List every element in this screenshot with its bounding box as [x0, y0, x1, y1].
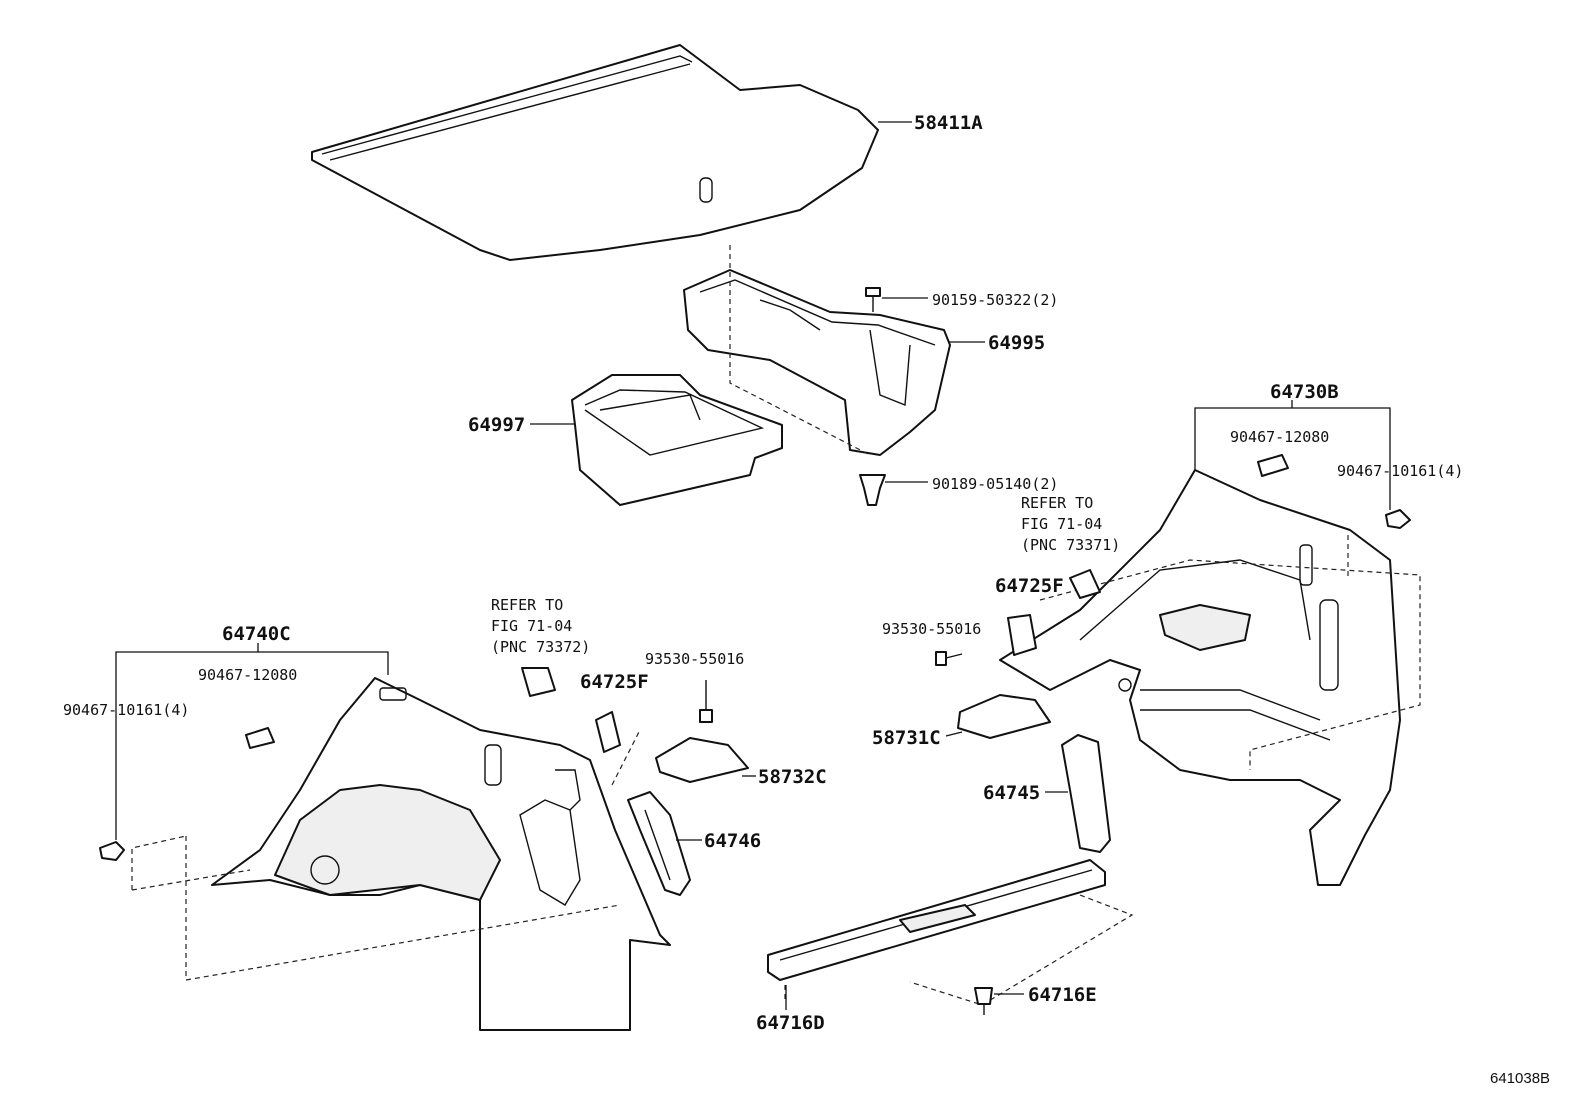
bolt-90159-50322[interactable] — [865, 287, 881, 312]
label-64725F-left: 64725F — [580, 671, 649, 693]
bracket-64740C — [115, 643, 389, 840]
label-64716E: 64716E — [1028, 984, 1097, 1006]
label-90189-05140: 90189-05140(2) — [932, 475, 1058, 493]
cover-58732C[interactable] — [655, 737, 749, 783]
clip-90189-05140[interactable] — [859, 474, 886, 506]
pad-64745[interactable] — [1061, 734, 1111, 853]
quarter-trim-left-64740C[interactable] — [211, 677, 671, 1031]
bracket-73371[interactable] — [1069, 569, 1101, 599]
clip-90467-12080-left[interactable] — [245, 727, 275, 749]
pad-64746[interactable] — [627, 791, 691, 896]
dash-right-box — [1039, 535, 1421, 770]
dash-sill — [784, 894, 1134, 1006]
label-64745: 64745 — [983, 782, 1040, 804]
refer-right-line2: FIG 71-04 — [1021, 515, 1102, 533]
dash-64995 — [729, 245, 871, 456]
cover-58731C[interactable] — [957, 694, 1051, 739]
screw-93530-55016-left[interactable] — [699, 680, 713, 723]
refer-left-line1: REFER TO — [491, 596, 563, 614]
clip-64716E[interactable] — [974, 987, 993, 1015]
label-93530-55016-right: 93530-55016 — [882, 620, 981, 638]
label-64746: 64746 — [704, 830, 761, 852]
box-64997[interactable] — [571, 374, 783, 506]
bracket-64730B — [1194, 400, 1391, 510]
figure-code: 641038B — [1490, 1070, 1550, 1087]
screw-93530-55016-right[interactable] — [935, 651, 963, 666]
refer-left-line3: (PNC 73372) — [491, 638, 590, 656]
clip-90467-10161-left[interactable] — [99, 841, 125, 861]
cap-64725F-right[interactable] — [1007, 614, 1037, 656]
refer-right-line3: (PNC 73371) — [1021, 536, 1120, 554]
label-90159-50322: 90159-50322(2) — [932, 291, 1058, 309]
cap-64725F-left[interactable] — [595, 711, 621, 753]
label-58732C: 58732C — [758, 766, 827, 788]
label-64725F-right: 64725F — [995, 575, 1064, 597]
refer-left-line2: FIG 71-04 — [491, 617, 572, 635]
label-64716D: 64716D — [756, 1012, 825, 1034]
label-58731C: 58731C — [872, 727, 941, 749]
label-64730B: 64730B — [1270, 381, 1339, 403]
label-64997: 64997 — [468, 414, 525, 436]
label-58411A: 58411A — [914, 112, 983, 134]
sill-plate-64716D[interactable] — [767, 859, 1106, 981]
label-93530-55016-left: 93530-55016 — [645, 650, 744, 668]
label-90467-10161-right: 90467-10161(4) — [1337, 462, 1463, 480]
clip-90467-12080-right[interactable] — [1257, 454, 1289, 477]
tray-64995[interactable] — [683, 269, 951, 456]
label-90467-10161-left: 90467-10161(4) — [63, 701, 189, 719]
refer-right-line1: REFER TO — [1021, 494, 1093, 512]
clip-90467-10161-right[interactable] — [1385, 509, 1411, 529]
label-64995: 64995 — [988, 332, 1045, 354]
leader-58731C — [945, 731, 963, 737]
dash-left-box — [131, 729, 641, 981]
bracket-73372[interactable] — [521, 667, 556, 697]
label-90467-12080-left: 90467-12080 — [198, 666, 297, 684]
label-90467-12080-right: 90467-12080 — [1230, 428, 1329, 446]
quarter-trim-right-64730B[interactable] — [999, 469, 1401, 886]
label-64740C: 64740C — [222, 623, 291, 645]
deck-board-58411A[interactable] — [311, 44, 879, 261]
